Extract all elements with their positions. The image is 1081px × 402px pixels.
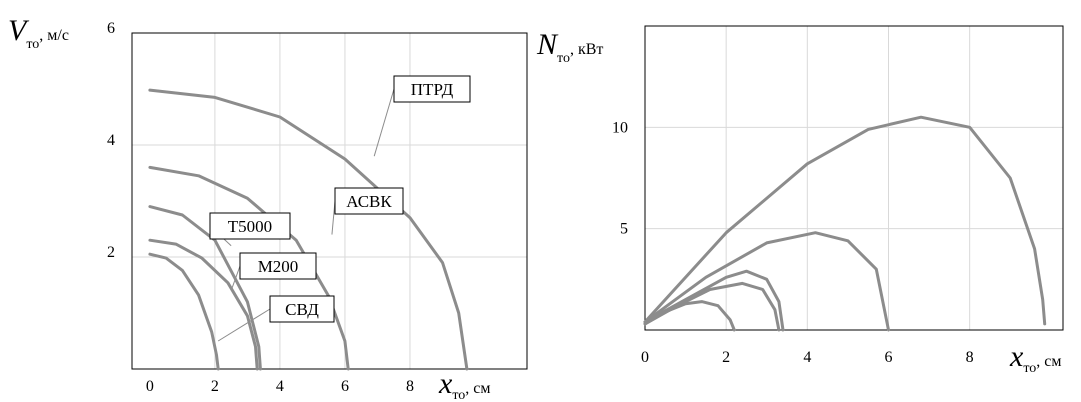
callout-leader bbox=[217, 308, 271, 342]
series-line-Т5000 bbox=[148, 205, 262, 371]
x-tick-label: 4 bbox=[276, 378, 284, 395]
series-line-АСВК bbox=[148, 165, 350, 371]
series-line-4 bbox=[643, 231, 890, 332]
x-axis-label: xто, см bbox=[438, 367, 491, 402]
series-line-СВД bbox=[148, 252, 220, 371]
callout-label: Т5000 bbox=[228, 217, 272, 236]
series-line-5 bbox=[643, 115, 1047, 326]
callout-label: М200 bbox=[258, 257, 299, 276]
callout-label: ПТРД bbox=[411, 80, 454, 99]
series-line-ПТРД bbox=[148, 88, 469, 371]
y-tick-label: 10 bbox=[612, 119, 628, 136]
x-tick-label: 4 bbox=[803, 349, 811, 366]
callout-label: СВД bbox=[285, 300, 319, 319]
x-tick-label: 8 bbox=[406, 378, 414, 395]
series-line-3 bbox=[643, 269, 785, 332]
x-tick-label: 8 bbox=[966, 349, 974, 366]
chart-panel-2: 0 2 4 6 8 5 10 Nто, кВт xто, см bbox=[536, 25, 1064, 376]
plot-frame bbox=[131, 32, 528, 370]
x-tick-label: 0 bbox=[146, 378, 154, 395]
callout-leader bbox=[373, 88, 395, 157]
callout-box bbox=[334, 187, 404, 215]
callout-box bbox=[209, 212, 291, 240]
x-tick-label: 2 bbox=[722, 349, 730, 366]
x-tick-label: 2 bbox=[211, 378, 219, 395]
callout-box bbox=[393, 75, 471, 103]
callout-box bbox=[269, 295, 335, 323]
series-line-М200 bbox=[148, 238, 259, 371]
y-axis-label: Nто, кВт bbox=[536, 28, 603, 66]
y-axis-label: Vто, м/с bbox=[8, 14, 69, 52]
callout-leader bbox=[230, 265, 241, 291]
y-tick-label: 5 bbox=[620, 221, 628, 238]
y-tick-label: 2 bbox=[107, 244, 115, 261]
y-tick-label: 4 bbox=[107, 132, 115, 149]
callout-box bbox=[239, 252, 317, 280]
plot-frame bbox=[644, 25, 1064, 331]
callout-label: АСВК bbox=[346, 192, 392, 211]
x-tick-label: 6 bbox=[884, 349, 892, 366]
x-tick-label: 0 bbox=[641, 349, 649, 366]
x-axis-label: xто, см bbox=[1009, 340, 1062, 376]
x-tick-label: 6 bbox=[341, 378, 349, 395]
callout-leader bbox=[331, 200, 336, 235]
y-tick-label: 6 bbox=[107, 20, 115, 37]
